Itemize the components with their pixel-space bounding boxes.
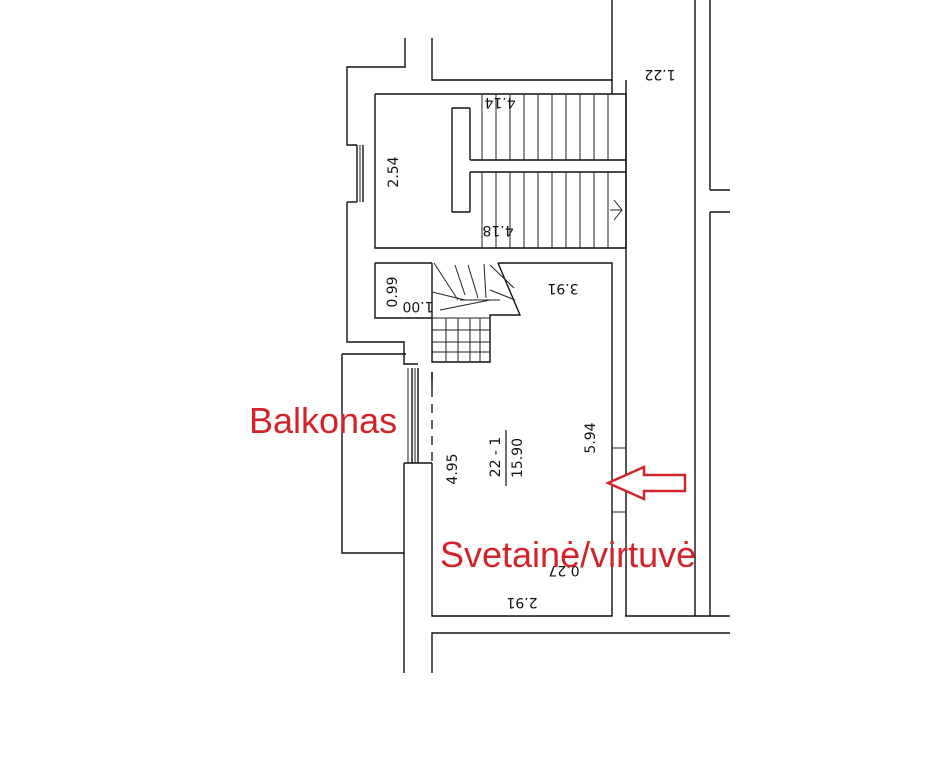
dim-stair-side: 2.54 — [386, 156, 402, 187]
living-kitchen-label: Svetainė/virtuvė — [440, 534, 696, 575]
left-arrow-icon — [604, 465, 687, 501]
room-number: 22 - 1 — [488, 437, 504, 478]
balcony-label: Balkonas — [249, 400, 397, 441]
dim-room-top-width: 3.91 — [547, 280, 578, 296]
main-staircase — [451, 94, 626, 248]
dim-niche-width: 0.27 — [548, 562, 579, 578]
dim-stair-top: 4.14 — [484, 94, 515, 110]
dim-corridor-width: 1.22 — [644, 66, 675, 82]
room-area: 15.90 — [510, 438, 526, 478]
dim-room-bottom-width: 2.91 — [506, 594, 537, 610]
dim-small-room-width: 1.00 — [402, 298, 433, 314]
dim-small-room-height: 0.99 — [385, 276, 401, 307]
dim-room-height-right: 5.94 — [583, 422, 599, 453]
dim-stair-bottom: 4.18 — [482, 222, 513, 238]
dim-room-height-left: 4.95 — [445, 453, 461, 484]
spiral-staircase — [431, 262, 522, 363]
windows — [359, 145, 416, 463]
walls — [341, 0, 730, 673]
